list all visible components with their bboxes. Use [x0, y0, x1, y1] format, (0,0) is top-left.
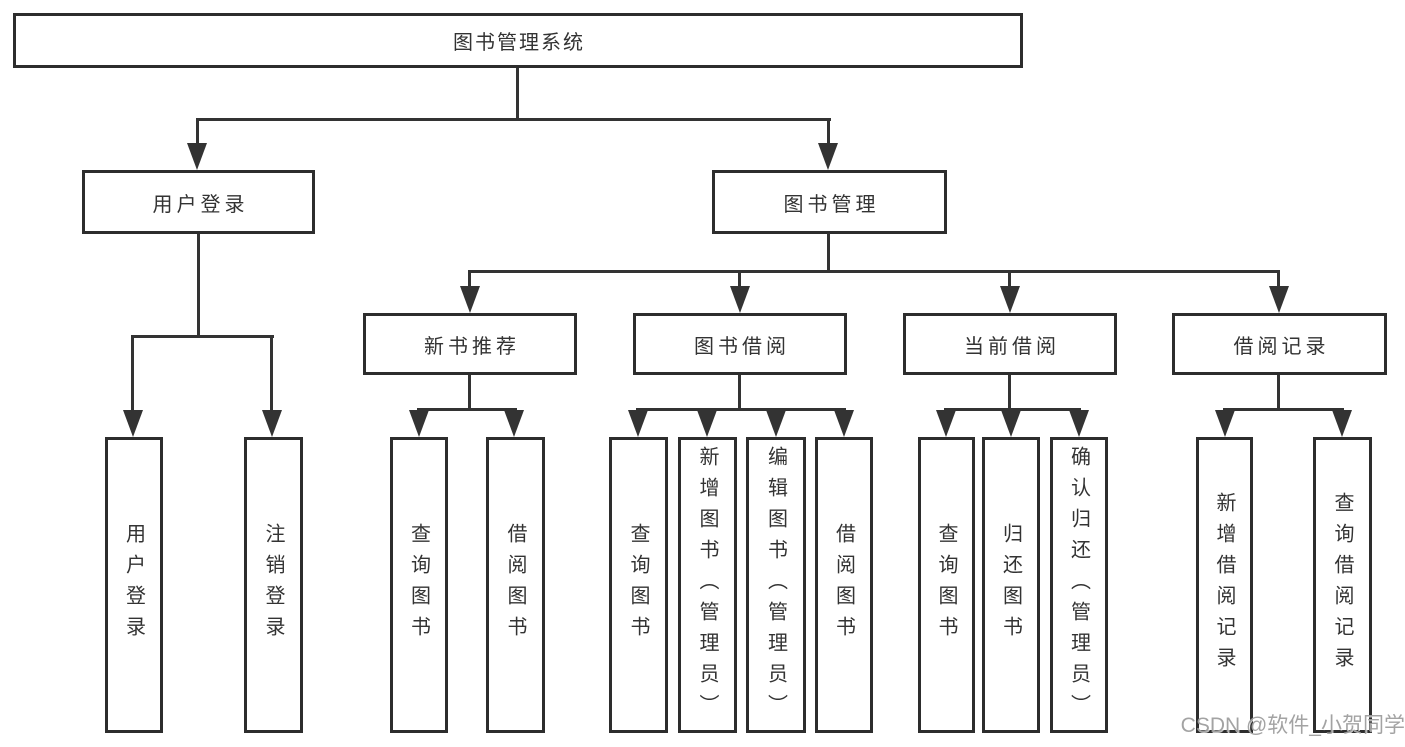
node-new-book-recommend-label: 新书推荐: [424, 335, 520, 358]
node-user-login: 用户登录: [82, 170, 315, 234]
arrowhead-leaf-logout: [262, 410, 282, 437]
node-current-borrow: 当前借阅: [903, 313, 1117, 375]
arrowhead-book-borrow: [730, 286, 750, 313]
arrowhead-book-management: [818, 143, 838, 170]
leaf-query-borrow-record: 查询借阅记录: [1313, 437, 1372, 733]
leaf-borrow-books-borrow-label: 借阅图书: [832, 523, 855, 647]
arrowhead-leaf-query-books-current: [936, 410, 956, 437]
node-root-label: 图书管理系统: [453, 32, 585, 54]
node-book-borrow-label: 图书借阅: [694, 335, 790, 358]
leaf-return-books-label: 归还图书: [999, 523, 1022, 647]
leaf-add-book-admin: 新增图书（管理员）: [678, 437, 737, 733]
leaf-edit-book-admin-label: 编辑图书（管理员）: [764, 445, 787, 725]
node-book-management: 图书管理: [712, 170, 947, 234]
connector-book-management-trunk: [827, 233, 830, 273]
connector-root-rail: [196, 118, 831, 121]
connector-drop-new-book-recommend: [468, 270, 471, 289]
arrowhead-leaf-query-books-borrow: [628, 410, 648, 437]
leaf-query-books-current: 查询图书: [918, 437, 975, 733]
connector-book-borrow-trunk: [738, 375, 741, 411]
node-user-login-label: 用户登录: [152, 193, 249, 216]
connector-drop-leaf-logout: [270, 335, 273, 413]
node-current-borrow-label: 当前借阅: [964, 335, 1060, 358]
arrowhead-leaf-add-borrow-record: [1215, 410, 1235, 437]
connector-new-book-recommend-trunk: [468, 375, 471, 411]
connector-drop-borrow-records: [1277, 270, 1280, 289]
arrowhead-leaf-query-borrow-record: [1332, 410, 1352, 437]
leaf-logout-label: 注销登录: [262, 523, 284, 647]
connector-book-borrow-rail: [636, 408, 846, 411]
connector-book-management-rail: [468, 270, 1280, 273]
connector-new-book-recommend-rail: [417, 408, 517, 411]
connector-root-trunk: [516, 68, 519, 118]
leaf-borrow-books-borrow: 借阅图书: [815, 437, 873, 733]
leaf-borrow-books-recommend: 借阅图书: [486, 437, 545, 733]
arrowhead-leaf-return-books: [1001, 410, 1021, 437]
leaf-return-books: 归还图书: [982, 437, 1040, 733]
arrowhead-current-borrow: [1000, 286, 1020, 313]
arrowhead-leaf-borrow-books-recommend: [504, 410, 524, 437]
arrowhead-leaf-borrow-books-borrow: [834, 410, 854, 437]
node-book-management-label: 图书管理: [783, 193, 880, 216]
leaf-add-borrow-record-label: 新增借阅记录: [1213, 492, 1235, 678]
csdn-watermark: CSDN @软件_小贺同学: [1180, 714, 1405, 737]
arrowhead-leaf-query-books-recommend: [409, 410, 429, 437]
node-book-borrow: 图书借阅: [633, 313, 847, 375]
leaf-add-book-admin-label: 新增图书（管理员）: [696, 445, 718, 725]
arrowhead-leaf-edit-book-admin: [766, 410, 786, 437]
arrowhead-new-book-recommend: [460, 286, 480, 313]
leaf-user-login: 用户登录: [105, 437, 163, 733]
leaf-confirm-return-admin: 确认归还（管理员）: [1050, 437, 1108, 733]
connector-borrow-records-rail: [1223, 408, 1344, 411]
leaf-query-books-current-label: 查询图书: [935, 523, 957, 647]
arrowhead-leaf-confirm-return-admin: [1069, 410, 1089, 437]
connector-user-login-trunk: [197, 234, 200, 338]
node-borrow-records: 借阅记录: [1172, 313, 1387, 375]
connector-drop-book-management: [827, 118, 830, 146]
arrowhead-leaf-add-book-admin: [697, 410, 717, 437]
leaf-edit-book-admin: 编辑图书（管理员）: [746, 437, 806, 733]
connector-current-borrow-rail: [944, 408, 1081, 411]
leaf-add-borrow-record: 新增借阅记录: [1196, 437, 1253, 733]
connector-user-login-rail: [131, 335, 274, 338]
connector-drop-book-borrow: [738, 270, 741, 289]
node-new-book-recommend: 新书推荐: [363, 313, 577, 375]
leaf-user-login-label: 用户登录: [122, 523, 145, 647]
node-root: 图书管理系统: [13, 13, 1023, 68]
connector-drop-current-borrow: [1008, 270, 1011, 289]
connector-borrow-records-trunk: [1277, 375, 1280, 411]
leaf-query-books-recommend: 查询图书: [390, 437, 448, 733]
leaf-confirm-return-admin-label: 确认归还（管理员）: [1067, 445, 1090, 725]
arrowhead-borrow-records: [1269, 286, 1289, 313]
leaf-query-borrow-record-label: 查询借阅记录: [1331, 492, 1353, 678]
leaf-query-books-borrow: 查询图书: [609, 437, 668, 733]
arrowhead-user-login: [187, 143, 207, 170]
leaf-logout: 注销登录: [244, 437, 303, 733]
node-borrow-records-label: 借阅记录: [1233, 335, 1330, 358]
connector-current-borrow-trunk: [1008, 375, 1011, 411]
leaf-query-books-recommend-label: 查询图书: [407, 523, 430, 647]
connector-drop-leaf-user-login: [131, 335, 134, 413]
leaf-borrow-books-recommend-label: 借阅图书: [504, 523, 526, 647]
leaf-query-books-borrow-label: 查询图书: [627, 523, 649, 647]
arrowhead-leaf-user-login: [123, 410, 143, 437]
connector-drop-user-login: [196, 118, 199, 146]
